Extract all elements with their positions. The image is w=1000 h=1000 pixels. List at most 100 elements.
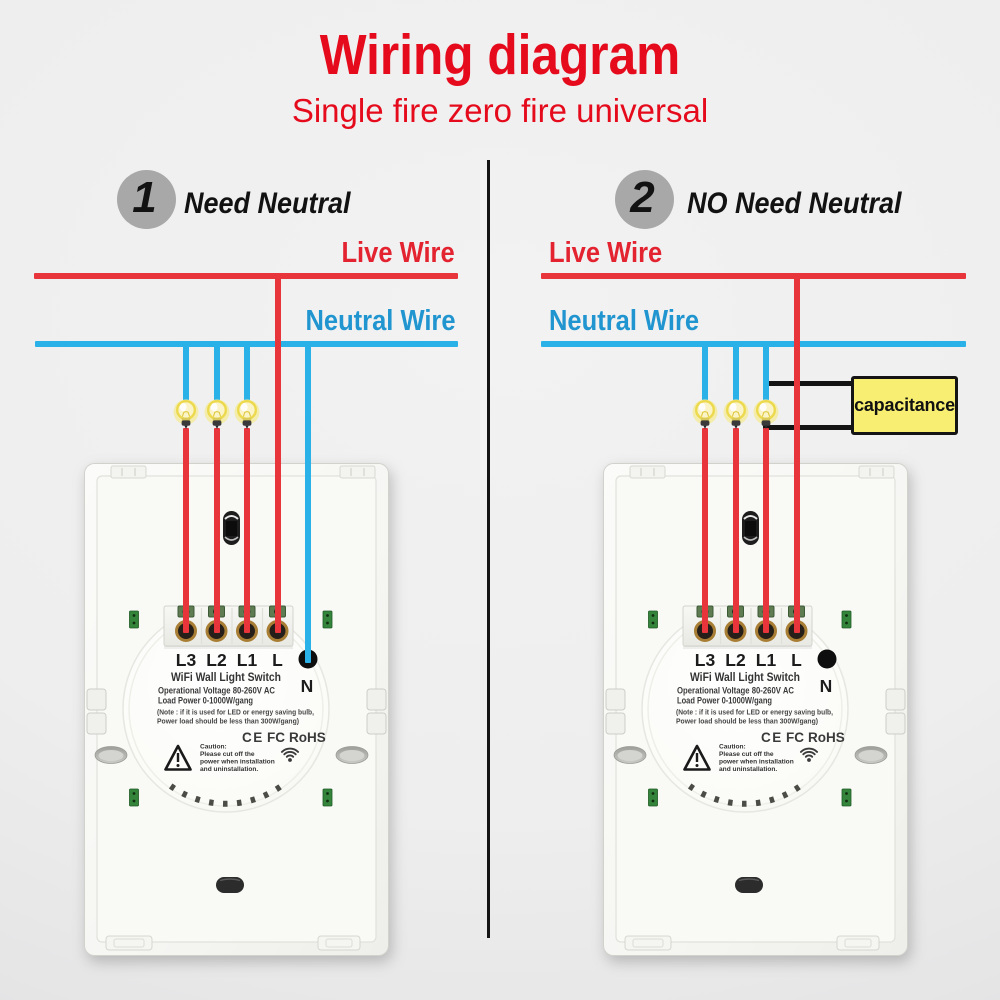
p1-bulb-2: [204, 399, 229, 429]
p1-bulb-1: [173, 399, 199, 429]
p2-capacitor-wire-top: [763, 381, 851, 386]
terminal-label-n: N: [301, 676, 314, 696]
spec-load-power: Load Power 0-1000W/gang: [677, 696, 772, 706]
panel-2-live-wire-label: Live Wire: [549, 237, 663, 269]
note-line-1: (Note : if it is used for LED or energy …: [676, 708, 833, 717]
step-1-circle: 1: [117, 170, 176, 229]
terminal-labels: L3 L2 L1 L N: [176, 650, 314, 696]
wifi-icon: [799, 747, 819, 762]
p1-live-wire-line: [34, 273, 458, 279]
neutral-terminal-hole: [817, 649, 837, 669]
p1-bulb1-switch-wire: [183, 428, 189, 633]
p2-neutral-wire-line: [541, 341, 966, 347]
caution-line-3: power when installation: [719, 759, 794, 766]
caution-text: Caution: Please cut off the power when i…: [200, 744, 275, 774]
switch-back-plate: L3 L2 L1 L N WiFi Wall Light Switch Oper…: [84, 463, 389, 956]
terminal-label-l1: L1: [756, 650, 777, 670]
p1-bulb3-switch-wire: [244, 428, 250, 633]
p2-capacitor-wire-bottom: [763, 425, 851, 430]
terminal-block: [163, 605, 294, 649]
caution-line-4: and uninstallation.: [719, 766, 777, 773]
p1-bulb2-neutral-drop: [213, 341, 220, 403]
module-connector-teeth: [687, 783, 803, 807]
p1-bulb1-neutral-drop: [183, 341, 189, 403]
ce-mark: CE: [761, 730, 783, 745]
spec-load-power: Load Power 0-1000W/gang: [158, 696, 253, 706]
reset-knob: [223, 511, 240, 545]
terminal-label-l2: L2: [206, 650, 227, 670]
p2-bulb3-neutral-drop: [763, 341, 769, 403]
warning-triangle-icon: [164, 744, 192, 771]
wall-switch-panel-1: L3 L2 L1 L N WiFi Wall Light Switch Oper…: [84, 463, 389, 956]
step-2-circle: 2: [615, 170, 674, 229]
terminal-label-l: L: [272, 650, 283, 670]
p1-bulb-3: [234, 399, 260, 429]
page-subtitle: Single fire zero fire universal: [291, 92, 709, 129]
terminal-label-l1: L1: [237, 650, 258, 670]
screw-slots: [613, 746, 888, 764]
p1-bulb2-switch-wire: [213, 428, 220, 633]
p2-bulb1-switch-wire: [702, 428, 708, 633]
caution-line-1: Caution:: [719, 744, 746, 751]
panel-1-heading: Need Neutral: [184, 187, 351, 220]
note-line-2: Power load should be less than 300W/gang…: [157, 717, 299, 726]
pcb-connectors: [129, 610, 333, 807]
module-print: WiFi Wall Light Switch Operational Volta…: [676, 670, 845, 773]
terminal-label-l: L: [791, 650, 802, 670]
caution-text: Caution: Please cut off the power when i…: [719, 744, 794, 774]
spec-voltage: Operational Voltage 80-260V AC: [677, 686, 794, 696]
bottom-mount-clips: [624, 935, 880, 951]
wifi-icon: [280, 747, 300, 762]
p2-bulb2-switch-wire: [732, 428, 739, 633]
terminal-labels: L3 L2 L1 L N: [695, 650, 833, 696]
p2-bulb2-neutral-drop: [732, 341, 739, 403]
warning-triangle-icon: [683, 744, 711, 771]
p2-bulb3-switch-wire: [763, 428, 769, 633]
p2-bulb1-neutral-drop: [702, 341, 708, 403]
module-connector-teeth: [168, 783, 284, 807]
p1-live-to-L-drop: [274, 273, 281, 633]
product-name: WiFi Wall Light Switch: [690, 670, 800, 684]
round-switch-module: [122, 605, 330, 813]
fcc-mark: FC: [267, 730, 285, 745]
wall-switch-panel-2: L3 L2 L1 L N WiFi Wall Light Switch Oper…: [603, 463, 908, 956]
round-switch-module: [641, 605, 849, 813]
caution-line-2: Please cut off the: [719, 751, 774, 758]
panel-2-neutral-wire-label: Neutral Wire: [549, 305, 700, 337]
rohs-mark: RoHS: [808, 730, 845, 745]
top-mount-clips: [110, 465, 376, 479]
panel-1-neutral-wire-label: Neutral Wire: [305, 305, 456, 337]
side-mount-brackets: [86, 688, 387, 735]
caution-line-3: power when installation: [200, 759, 275, 766]
switch-back-plate: L3 L2 L1 L N WiFi Wall Light Switch Oper…: [603, 463, 908, 956]
p2-live-wire-line: [541, 273, 966, 279]
step-2-number: 2: [630, 172, 655, 222]
bottom-mount-clips: [105, 935, 361, 951]
p2-bulb-2: [723, 399, 748, 429]
reset-knob: [742, 511, 759, 545]
caution-line-2: Please cut off the: [200, 751, 255, 758]
panel-1-live-wire-label: Live Wire: [341, 237, 455, 269]
terminal-label-l3: L3: [176, 650, 197, 670]
step-1-number: 1: [132, 172, 157, 222]
note-line-2: Power load should be less than 300W/gang…: [676, 717, 818, 726]
note-line-1: (Note : if it is used for LED or energy …: [157, 708, 314, 717]
panel-divider-line: [487, 160, 490, 938]
p1-bulb3-neutral-drop: [244, 341, 250, 403]
top-mount-clips: [629, 465, 895, 479]
fcc-mark: FC: [786, 730, 804, 745]
screw-slots: [94, 746, 369, 764]
terminal-label-l2: L2: [725, 650, 746, 670]
module-print: WiFi Wall Light Switch Operational Volta…: [157, 670, 326, 773]
panel-2-heading: NO Need Neutral: [687, 187, 902, 220]
spec-voltage: Operational Voltage 80-260V AC: [158, 686, 275, 696]
p1-neutral-to-N-drop: [305, 341, 311, 663]
rohs-mark: RoHS: [289, 730, 326, 745]
page-title: Wiring diagram: [319, 23, 681, 87]
side-mount-brackets: [605, 688, 906, 735]
p2-bulb-1: [692, 399, 718, 429]
caution-line-1: Caution:: [200, 744, 227, 751]
pcb-connectors: [648, 610, 852, 807]
terminal-label-n: N: [820, 676, 833, 696]
